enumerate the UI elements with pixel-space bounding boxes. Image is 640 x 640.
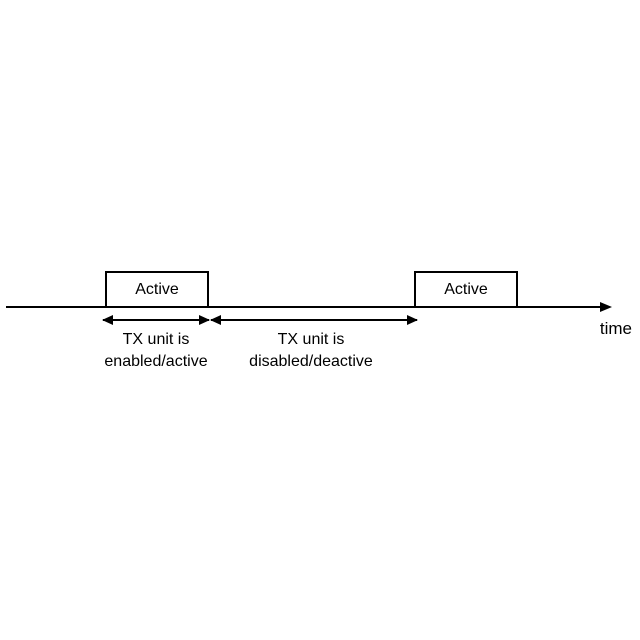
disabled-interval-label: TX unit is disabled/deactive (216, 329, 406, 373)
active-pulse-box-2: Active (414, 271, 518, 308)
active-pulse-label: Active (444, 280, 488, 298)
disabled-interval-label-line1: TX unit is (277, 331, 345, 348)
active-pulse-box-1: Active (105, 271, 209, 308)
enabled-interval-arrow-icon (102, 315, 210, 325)
enabled-interval-label-line2: enabled/active (104, 353, 208, 370)
enabled-interval-label: TX unit is enabled/active (66, 329, 246, 373)
active-pulse-label: Active (135, 280, 179, 298)
disabled-interval-label-line2: disabled/deactive (249, 353, 373, 370)
time-axis-label: time (599, 319, 632, 338)
disabled-interval-arrow-icon (210, 315, 418, 325)
timeline-arrowhead-icon (600, 302, 612, 312)
enabled-interval-label-line1: TX unit is (122, 331, 190, 348)
timeline-axis (6, 306, 603, 308)
